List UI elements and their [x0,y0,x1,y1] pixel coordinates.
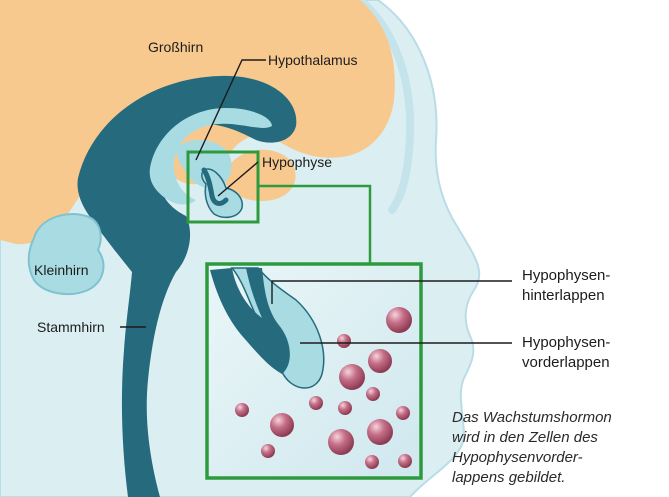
caption-line-2: wird in den Zellen des [452,428,667,448]
cell [270,413,294,437]
cell [338,401,352,415]
cell [309,396,323,410]
cell [261,444,275,458]
cell [368,349,392,373]
label-kleinhirn: Kleinhirn [34,263,88,277]
caption-line-4: lappens gebildet. [452,468,667,488]
cell [396,406,410,420]
label-hypothalamus: Hypothalamus [268,53,358,67]
cell [365,455,379,469]
cell [367,419,393,445]
label-vorderlappen-line1: Hypophysen- [522,333,610,353]
cell [337,334,351,348]
label-grosshirn: Großhirn [148,40,203,54]
cell [366,387,380,401]
cell [235,403,249,417]
cell [339,364,365,390]
label-stammhirn: Stammhirn [37,320,105,334]
caption-line-1: Das Wachstumshormon [452,408,667,428]
label-hinterlappen: Hypophysen- hinterlappen [522,266,610,306]
label-hypophyse: Hypophyse [262,155,332,169]
label-hinterlappen-line2: hinterlappen [522,286,610,306]
label-vorderlappen: Hypophysen- vorderlappen [522,333,610,373]
cell [398,454,412,468]
cell [328,429,354,455]
caption-line-3: Hypophysenvorder- [452,448,667,468]
label-vorderlappen-line2: vorderlappen [522,353,610,373]
label-hinterlappen-line1: Hypophysen- [522,266,610,286]
cerebellum-shape [29,214,104,294]
cell [386,307,412,333]
caption: Das Wachstumshormon wird in den Zellen d… [452,408,667,488]
